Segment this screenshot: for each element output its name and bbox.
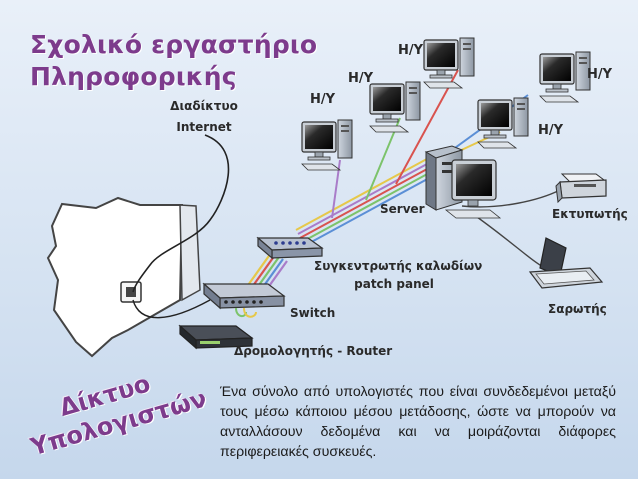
router-device — [178, 324, 254, 350]
pc-3-icon — [423, 37, 475, 89]
server-label: Server — [380, 202, 425, 216]
page-title-line1: Σχολικό εργαστήριο — [30, 30, 318, 59]
internet-label-line1: Διαδίκτυο — [170, 99, 238, 113]
internet-label-line2: Internet — [176, 120, 232, 134]
router-label: Δρομολογητής - Router — [234, 344, 393, 358]
pc-2-label: Η/Υ — [348, 71, 374, 86]
internet-line — [132, 134, 230, 293]
wall — [46, 196, 201, 358]
patch-panel-label-line2: patch panel — [354, 277, 434, 291]
pc-4-icon — [477, 97, 529, 149]
printer-label: Εκτυπωτής — [552, 207, 628, 221]
wall-socket-icon — [120, 281, 142, 303]
patch-panel-label-line1: Συγκεντρωτής καλωδίων — [314, 259, 483, 273]
pc-4-label: Η/Υ — [538, 123, 564, 138]
pc-5-icon — [539, 51, 591, 103]
switch-device — [202, 282, 286, 318]
pc-1-label: Η/Υ — [310, 92, 336, 107]
server-device — [424, 145, 502, 219]
scanner-device — [528, 237, 604, 289]
scanner-label: Σαρωτής — [548, 302, 607, 316]
description-text: Ένα σύνολο από υπολογιστές που είναι συν… — [220, 384, 616, 460]
pc-3-label: Η/Υ — [398, 43, 424, 58]
pc-1-icon — [301, 119, 353, 171]
pc-2-icon — [369, 81, 421, 133]
pc-5-label: Η/Υ — [587, 67, 613, 82]
printer-device — [555, 173, 607, 204]
patch-panel — [256, 236, 324, 260]
page-title-line2: Πληροφορικής — [30, 62, 237, 91]
switch-label: Switch — [290, 306, 336, 320]
